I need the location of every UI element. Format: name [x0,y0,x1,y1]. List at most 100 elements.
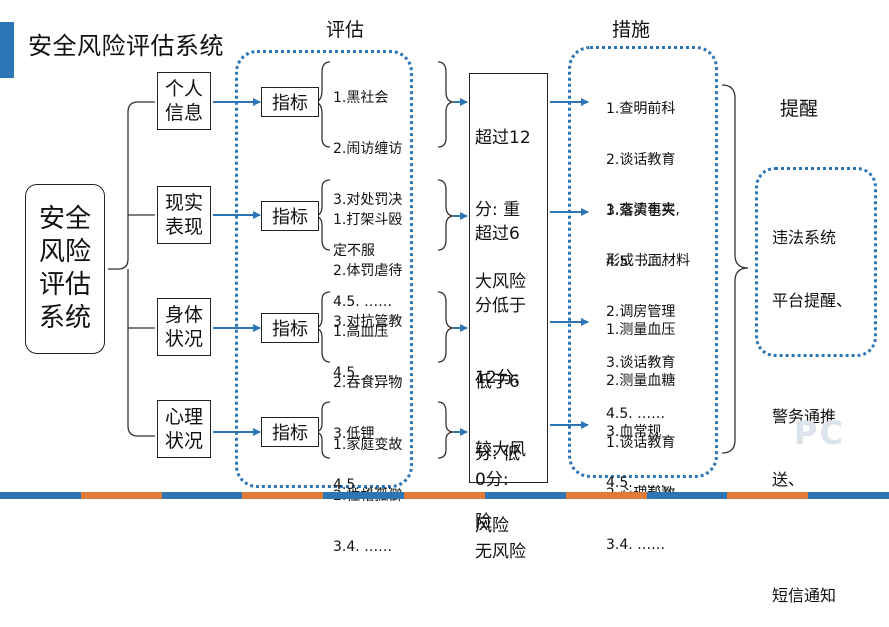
indicator-item: 3.4. …… [333,539,393,555]
main-line: 评估 [38,270,91,300]
measure-item: 1.查明前科 [606,101,676,117]
assess-dotted-group [235,50,413,488]
header-assess: 评估 [326,19,365,41]
indicator-box-1: 指标 [261,87,319,117]
risk-line: 分: 低 [475,444,521,464]
items-rbrace-1 [437,61,455,148]
indicator-item: 4.5. …… [333,294,393,310]
stripe-segment [727,492,810,499]
risk-level-box [469,73,548,483]
indicator-items-1: 1.黑社会 2.闹访缠访 3.对处罚决 定不服 4.5. …… [333,56,402,328]
indicator-item: 定不服 [333,243,375,259]
stripe-segment [808,492,889,499]
risk-line: 12分: [475,368,520,388]
items-rbrace-3 [437,291,455,363]
risk-line: 0分: [475,470,509,490]
measures-dotted-group [568,46,718,478]
risk-level-major: 超过12 分: 重 大风险 [475,78,531,318]
risk-line: 无风险 [475,542,526,562]
indicator-item: 2.闹访缠访 [333,141,403,157]
category-line: 心理 [164,406,203,428]
remind-item: 送、 [772,470,805,489]
indicator-box-2: 指标 [261,201,319,231]
measure-item: 2.调房管理 [606,304,676,320]
category-line: 状况 [164,328,203,350]
remind-item: 警务通推 [772,407,837,426]
main-system-box: 安全 风险 评估 系统 [25,184,105,354]
indicator-item: 4.5. …… [333,365,393,381]
header-measures: 措施 [612,19,651,41]
measure-item: 2.测量血糖 [606,373,676,389]
category-line: 个人 [164,78,203,100]
category-line: 身体 [164,304,203,326]
indicator-item: 3.对处罚决 [333,192,403,208]
stripe-segment [80,492,163,499]
indicator-items-2: 1.打架斗殴 2.体罚虐待 3.对抗管教 4.5. …… [333,178,402,399]
category-line: 表现 [164,216,203,238]
main-line: 风险 [38,237,91,267]
indicator-item: 2.吞食异物 [333,375,403,391]
category-personal-info: 个人信息 [157,72,211,130]
main-line: 系统 [38,303,91,333]
title-accent-bar [0,22,14,78]
measure-item: 3.谈话教育 [606,355,676,371]
indicator-items-4: 1.家庭变故 2.性格孤僻 3.4. …… [333,403,402,573]
risk-line: 大风险 [475,272,526,292]
risk-line: 分低于 [475,296,526,316]
measure-item: 4.5. …… [606,406,666,422]
main-brace [108,101,155,437]
measure-item: 3.血常规 [606,424,662,440]
stripe-segment [646,492,729,499]
category-line: 信息 [164,102,203,124]
remind-item: 违法系统 [772,228,837,247]
measure-item: 形成书面材料 [606,253,690,269]
measure-item: 3.落实包夹 [606,203,676,219]
risk-level-none: 0分: 无风险 [475,420,526,588]
items-rbrace-2 [437,179,455,251]
category-line: 状况 [164,430,203,452]
category-physical: 身体状况 [157,298,211,356]
header-remind: 提醒 [780,98,819,120]
stripe-segment [484,492,567,499]
measures-3: 1.测量血压 2.测量血糖 3.血常规 4.5. …… [606,288,675,509]
remind-item [772,532,852,543]
measures-4: 1.谈话教育 2.心理帮教 3.4. …… [606,401,675,571]
risk-line: 低于6 [475,372,520,392]
category-line: 现实 [164,192,203,214]
remind-channels: 违法系统 平台提醒、 警务通推 送、 短信通知 [772,185,852,627]
stripe-segment [242,492,325,499]
risk-line: 超过6 [475,224,520,244]
remind-item: 短信通知 [772,586,837,605]
indicator-item: 1.黑社会 [333,90,389,106]
indicator-box-3: 指标 [261,313,319,343]
watermark-logo: PC [794,414,845,452]
remind-dotted-group [755,167,877,357]
stripe-segment [161,492,244,499]
indicator-item: 1.高血压 [333,324,389,340]
indicator-item: 2.体罚虐待 [333,263,403,279]
measure-item: 1.测量血压 [606,322,676,338]
risk-line: 较大风 [475,440,526,460]
stripe-segment [323,492,406,499]
measure-item: 2.谈话教育 [606,152,676,168]
measure-item: 4.5. …… [606,475,666,491]
indicator-item: 3.低钾 [333,426,375,442]
indicator-items-3: 1.高血压 2.吞食异物 3.低钾 4.5. …… [333,290,402,511]
remind-item: 平台提醒、 [772,291,853,310]
measure-item: 1.查清事实, [606,202,680,218]
stripe-segment [0,492,82,499]
risk-line: 分: 重 [475,200,521,220]
indicator-item: 1.打架斗殴 [333,212,403,228]
measures-2: 1.查清事实, 形成书面材料 2.调房管理 3.谈话教育 4.5. …… [606,168,690,440]
bottom-stripe [0,492,889,499]
measures-brace [721,84,749,454]
risk-line: 超过12 [475,128,531,148]
stripe-segment [404,492,486,499]
category-mental: 心理状况 [157,400,211,458]
main-line: 安全 [38,204,91,234]
category-behavior: 现实表现 [157,186,211,244]
indicator-item: 4.5. …… [333,477,393,493]
page-title: 安全风险评估系统 [28,32,224,60]
remind-item [772,353,852,364]
stripe-segment [565,492,648,499]
